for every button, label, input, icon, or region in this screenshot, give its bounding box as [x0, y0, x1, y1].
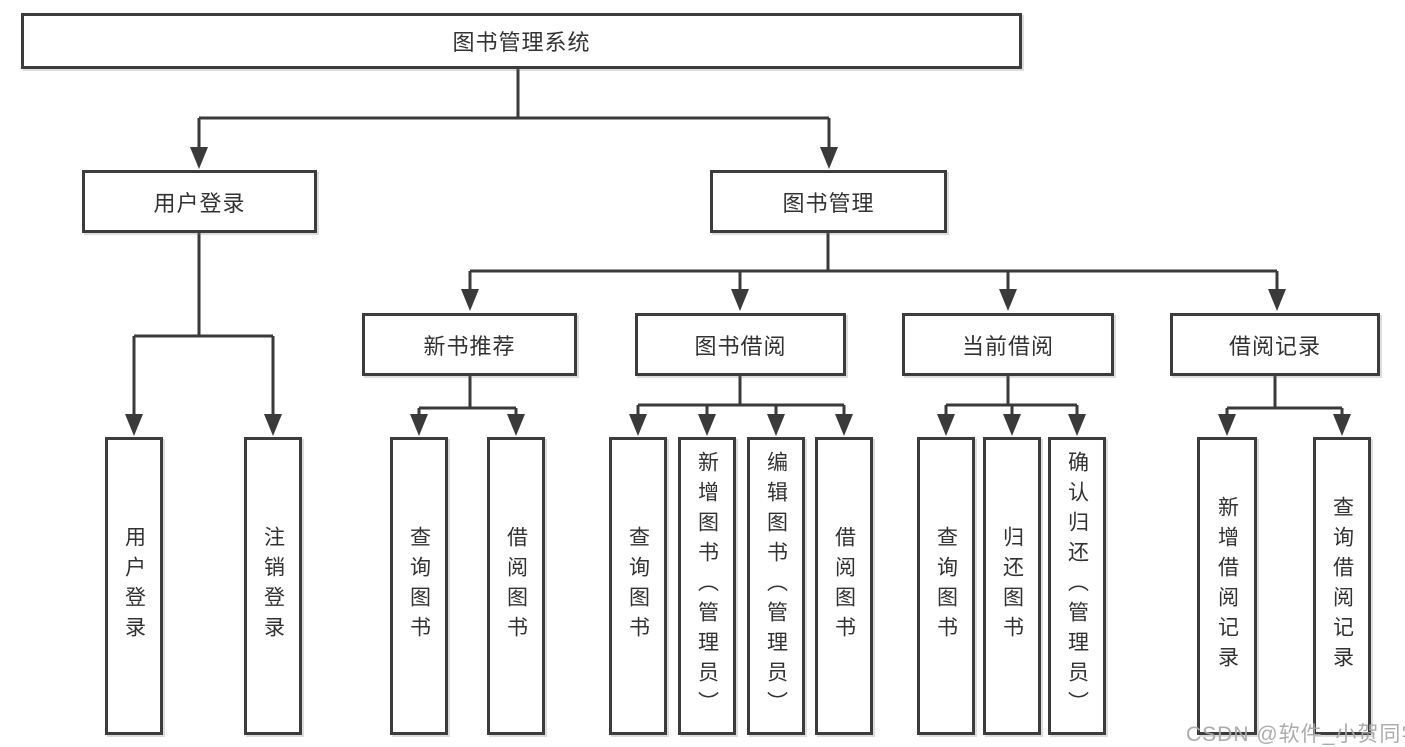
node-label: 查询图书 [934, 526, 958, 646]
node-label: 归还图书 [1000, 526, 1024, 646]
leaf-query-books-borrow: 查询图书 [609, 437, 667, 735]
node-label: 当前借阅 [961, 333, 1054, 359]
node-current-borrowing: 当前借阅 [902, 313, 1114, 376]
node-label: 图书管理 [782, 190, 875, 216]
node-borrowing-records: 借阅记录 [1170, 313, 1380, 376]
node-label: 新书推荐 [423, 333, 516, 359]
node-label: 用户登录 [153, 190, 246, 216]
leaf-borrow-books-recommend: 借阅图书 [487, 437, 545, 735]
node-label: 用户登录 [122, 526, 146, 646]
node-label: 注销登录 [261, 526, 285, 646]
node-new-book-recommend: 新书推荐 [362, 313, 577, 376]
node-label: 查询借阅记录 [1330, 496, 1354, 676]
node-label: 编辑图书（管理员） [764, 451, 788, 721]
node-label: 借阅记录 [1228, 333, 1321, 359]
leaf-borrow-books: 借阅图书 [815, 437, 873, 735]
node-label: 借阅图书 [832, 526, 856, 646]
arrowheads [125, 147, 1351, 436]
node-label: 查询图书 [407, 526, 431, 646]
node-label: 确认归还（管理员） [1065, 451, 1089, 721]
leaf-query-books-recommend: 查询图书 [390, 437, 448, 735]
leaf-confirm-return-admin: 确认归还（管理员） [1048, 437, 1106, 735]
node-label: 借阅图书 [504, 526, 528, 646]
node-user-login-branch: 用户登录 [82, 170, 317, 233]
node-label: 查询图书 [626, 526, 650, 646]
node-label: 图书借阅 [694, 333, 787, 359]
leaf-return-books: 归还图书 [983, 437, 1041, 735]
leaf-add-borrow-record: 新增借阅记录 [1197, 437, 1257, 735]
node-library-management-system: 图书管理系统 [21, 13, 1022, 69]
node-book-borrowing: 图书借阅 [635, 313, 846, 376]
leaf-logout: 注销登录 [244, 437, 302, 735]
leaf-user-login: 用户登录 [105, 437, 163, 735]
leaf-edit-books-admin: 编辑图书（管理员） [747, 437, 805, 735]
node-book-management-branch: 图书管理 [710, 170, 947, 233]
node-label: 新增图书（管理员） [695, 451, 719, 721]
leaf-add-books-admin: 新增图书（管理员） [678, 437, 736, 735]
node-label: 图书管理系统 [452, 30, 591, 55]
csdn-watermark: CSDN @软件_小贺同学 [1186, 723, 1405, 746]
node-label: 新增借阅记录 [1215, 496, 1239, 676]
leaf-query-borrow-record: 查询借阅记录 [1313, 437, 1371, 735]
leaf-query-books-current: 查询图书 [917, 437, 975, 735]
